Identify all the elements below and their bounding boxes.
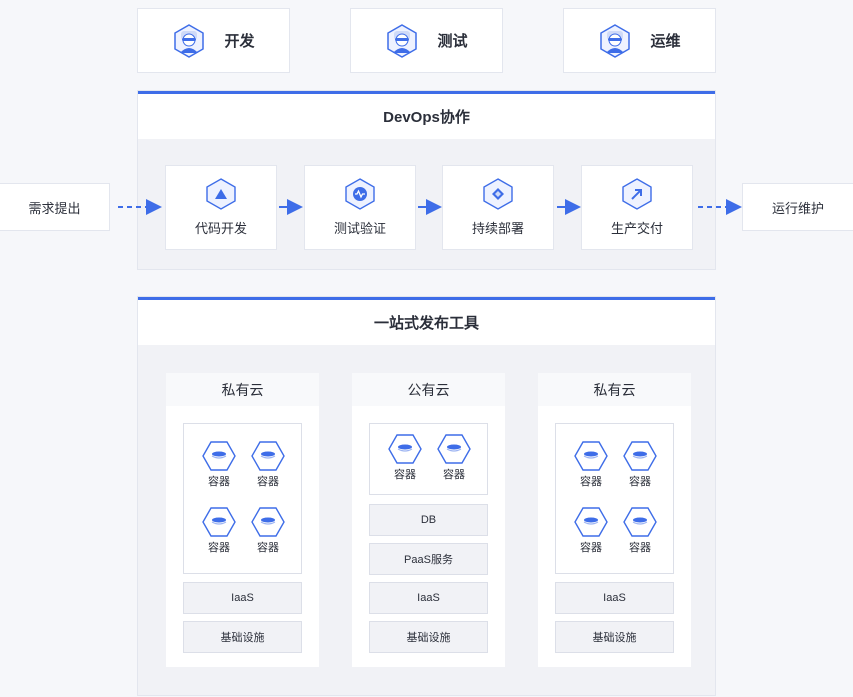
step-deploy: 持续部署	[442, 165, 554, 250]
container-icon	[251, 441, 285, 471]
step-label: 测试验证	[333, 221, 386, 236]
wave-icon	[344, 178, 376, 210]
container-item: 容器	[248, 441, 288, 489]
triangle-icon	[205, 178, 237, 210]
layer-iaas: IaaS	[183, 582, 302, 614]
container-icon	[202, 441, 236, 471]
container-group: 容器 容器 容器 容器	[183, 423, 302, 574]
layer-iaas: IaaS	[369, 582, 488, 614]
step-label: 代码开发	[194, 221, 247, 236]
output-box: 运行维护	[742, 183, 853, 231]
container-item: 容器	[434, 434, 474, 482]
container-icon	[623, 507, 657, 537]
step-deliver: 生产交付	[581, 165, 693, 250]
step-label: 持续部署	[471, 221, 524, 236]
container-item: 容器	[385, 434, 425, 482]
layer-infrastructure: 基础设施	[183, 621, 302, 653]
container-icon	[437, 434, 471, 464]
container-icon	[202, 507, 236, 537]
container-item: 容器	[199, 507, 239, 555]
diamond-icon	[482, 178, 514, 210]
container-icon	[623, 441, 657, 471]
step-code: 代码开发	[165, 165, 277, 250]
container-icon	[574, 441, 608, 471]
devops-title: DevOps协作	[138, 91, 715, 139]
column-title: 公有云	[352, 373, 505, 406]
container-item: 容器	[620, 441, 660, 489]
layer-infrastructure: 基础设施	[369, 621, 488, 653]
container-group: 容器 容器 容器 容器	[555, 423, 674, 574]
cloud-column-public: 公有云 容器 容器 DB PaaS服务 IaaS 基础设施	[352, 373, 505, 667]
role-label: 测试	[437, 33, 468, 50]
release-title: 一站式发布工具	[138, 297, 715, 345]
container-item: 容器	[571, 507, 611, 555]
role-card-ops: 运维	[563, 8, 716, 73]
layer-iaas: IaaS	[555, 582, 674, 614]
role-card-dev: 开发	[137, 8, 290, 73]
layer-db: DB	[369, 504, 488, 536]
role-label: 开发	[224, 33, 255, 50]
container-icon	[388, 434, 422, 464]
container-group: 容器 容器	[369, 423, 488, 495]
container-icon	[251, 507, 285, 537]
layer-paas: PaaS服务	[369, 543, 488, 575]
container-item: 容器	[571, 441, 611, 489]
role-label: 运维	[650, 33, 681, 50]
flow-arrows	[118, 199, 742, 215]
container-item: 容器	[248, 507, 288, 555]
column-title: 私有云	[538, 373, 691, 406]
column-title: 私有云	[166, 373, 319, 406]
cloud-column-private-1: 私有云 容器 容器 容器 容器 IaaS 基础设施	[166, 373, 319, 667]
layer-infrastructure: 基础设施	[555, 621, 674, 653]
step-label: 生产交付	[610, 221, 663, 236]
container-item: 容器	[199, 441, 239, 489]
step-test: 测试验证	[304, 165, 416, 250]
role-card-test: 测试	[350, 8, 503, 73]
container-item: 容器	[620, 507, 660, 555]
arrow-up-right-icon	[621, 178, 653, 210]
container-icon	[574, 507, 608, 537]
input-box: 需求提出	[0, 183, 110, 231]
cloud-column-private-2: 私有云 容器 容器 容器 容器 IaaS 基础设施	[538, 373, 691, 667]
